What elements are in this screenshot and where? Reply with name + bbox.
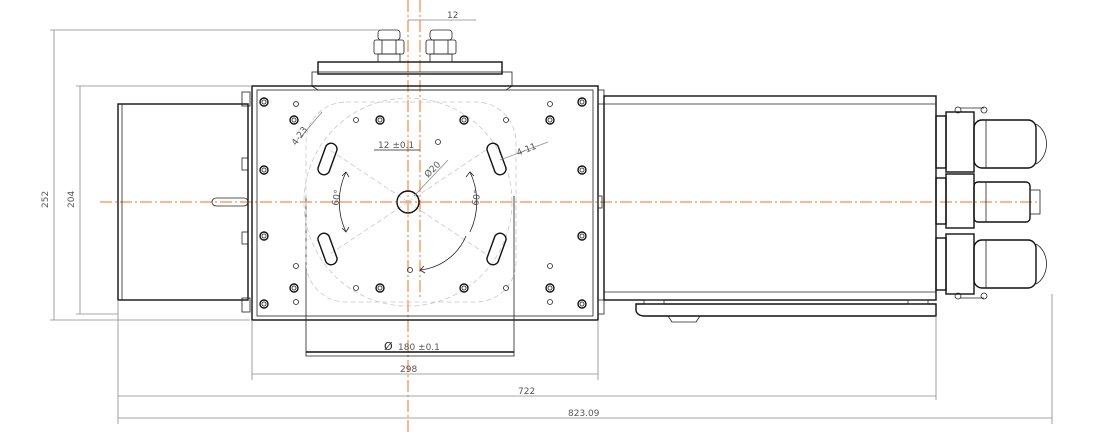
dim-overall-length: 823.09	[117, 294, 1053, 424]
dim-overall-height-label: 252	[41, 191, 51, 208]
dim-bore-label: 180 ±0.1	[398, 343, 440, 353]
angle-arc-left: 60°	[331, 171, 350, 233]
dim-slot-width: 4-23	[290, 111, 323, 148]
dim-slot-hole: 4-11	[499, 141, 549, 161]
right-motor-middle	[935, 173, 1041, 229]
rotary-table-ghost-square	[305, 101, 517, 303]
angle-left-label: 60°	[331, 189, 344, 206]
rotation-arc	[419, 235, 467, 274]
bore-projection	[305, 196, 515, 357]
slot-bottom-left	[317, 232, 338, 266]
dim-center-hole-label: Ø20	[422, 159, 443, 180]
slot-bottom-right	[486, 232, 507, 266]
base-rail	[635, 299, 937, 323]
cable-gland-left	[373, 29, 405, 63]
dim-body-height: 204	[67, 85, 252, 315]
dim-center-hole: Ø20	[413, 159, 449, 197]
dim-bore: Ø 180 ±0.1	[306, 340, 514, 353]
dim-top-offset-label: 12	[447, 11, 458, 21]
left-motor	[117, 91, 251, 313]
dim-body-length: 722	[117, 300, 937, 400]
bolt-holes	[259, 97, 587, 309]
slot-top-right	[486, 142, 507, 176]
angle-right-label: 60°	[471, 189, 484, 206]
rotary-table-ghost	[303, 97, 513, 307]
dim-plate-width: 298	[251, 320, 599, 380]
dim-body-height-label: 204	[67, 191, 77, 208]
gear-housing	[603, 95, 937, 301]
right-motor-top	[935, 106, 1047, 173]
center-hole	[396, 190, 420, 214]
dim-plate-width-label: 298	[400, 365, 417, 375]
dim-shift: 12 ±0.1	[374, 141, 420, 151]
dim-top-offset: 12	[408, 11, 476, 21]
main-plate	[251, 85, 605, 321]
dim-slot-width-label: 4-23	[290, 125, 310, 147]
dim-shift-label: 12 ±0.1	[378, 141, 414, 151]
slot-top-left	[317, 142, 338, 176]
dim-overall-height: 252	[41, 29, 380, 321]
dim-overall-length-label: 823.09	[568, 409, 600, 419]
cable-gland-right	[425, 29, 457, 63]
right-motor-bottom	[935, 233, 1047, 300]
dim-body-length-label: 722	[518, 387, 535, 397]
dim-slot-hole-label: 4-11	[515, 142, 538, 159]
angle-arc-right: 60°	[465, 171, 484, 233]
dim-bore-symbol: Ø	[384, 340, 393, 353]
